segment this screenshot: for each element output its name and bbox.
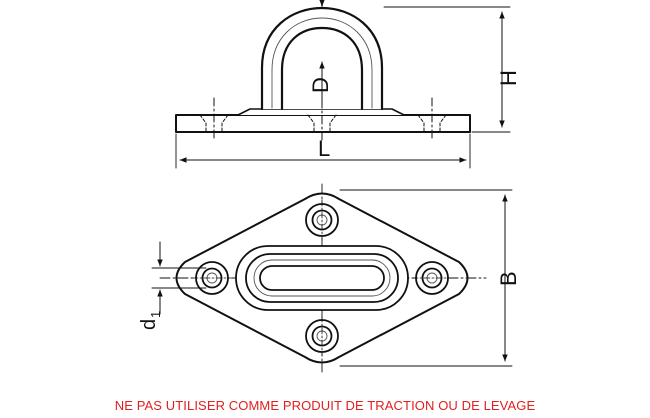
- label-L: L: [318, 136, 330, 161]
- label-D: D: [308, 77, 333, 93]
- eye-loop-inner: [280, 26, 364, 111]
- label-d1: d 1: [138, 311, 163, 330]
- label-H: H: [496, 70, 521, 86]
- countersunk-hole-left: [199, 97, 229, 141]
- countersunk-hole-right: [417, 97, 447, 141]
- loop-outer-oval: [245, 253, 399, 303]
- weld-base-oval: [235, 245, 409, 311]
- eye-loop-outer: [260, 6, 384, 111]
- label-d1-base: d: [138, 319, 160, 330]
- label-B: B: [496, 271, 521, 286]
- base-plate: [175, 114, 471, 133]
- weld-pad: [237, 108, 405, 116]
- loop-inner-slot: [259, 265, 385, 291]
- side-view: [175, 0, 511, 169]
- label-d1-subscript: 1: [148, 311, 163, 318]
- top-view: [151, 183, 513, 373]
- warning-text: NE PAS UTILISER COMME PRODUIT DE TRACTIO…: [114, 398, 536, 413]
